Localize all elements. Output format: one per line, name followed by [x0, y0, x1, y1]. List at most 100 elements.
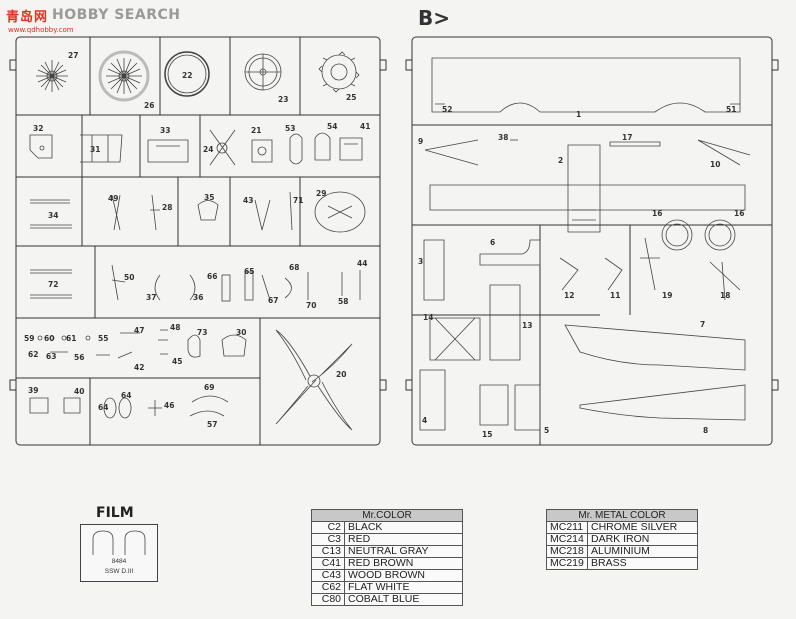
- part-label: 46: [164, 401, 174, 410]
- color-name: BLACK: [344, 521, 463, 534]
- sprue-b-label: B>: [418, 6, 451, 30]
- part-label: 41: [360, 122, 370, 131]
- part-label: 36: [193, 293, 203, 302]
- part-label: 64: [121, 391, 131, 400]
- part-label: 37: [146, 293, 156, 302]
- part-label: 62: [28, 350, 38, 359]
- part-label: 66: [207, 272, 217, 281]
- part-label: 54: [327, 122, 337, 131]
- part-label: 21: [251, 126, 261, 135]
- part-label: 59: [24, 334, 34, 343]
- watermark-cn: 青岛网: [6, 9, 49, 25]
- part-label: 53: [285, 124, 295, 133]
- part-label: 64: [98, 403, 108, 412]
- part-label: 2: [558, 156, 563, 165]
- part-label: 34: [48, 211, 58, 220]
- color-code: MC219: [546, 557, 588, 570]
- part-label: 67: [268, 296, 278, 305]
- watermark-en: HOBBY SEARCH: [52, 7, 181, 23]
- part-label: 44: [357, 259, 367, 268]
- film-name: SSW D.III: [104, 568, 134, 575]
- part-label: 11: [610, 291, 620, 300]
- film-title: FILM: [96, 505, 134, 521]
- part-label: 19: [662, 291, 672, 300]
- color-name: COBALT BLUE: [344, 593, 463, 606]
- part-label: 71: [293, 196, 303, 205]
- part-label: 18: [720, 291, 730, 300]
- part-label: 29: [316, 189, 326, 198]
- color-code: C41: [311, 557, 345, 570]
- film-code: 8484: [111, 558, 127, 565]
- part-label: 38: [498, 133, 508, 142]
- part-label: 10: [710, 160, 720, 169]
- part-label: 61: [66, 334, 76, 343]
- color-name: RED BROWN: [344, 557, 463, 570]
- part-label: 56: [74, 353, 84, 362]
- part-label: 13: [522, 321, 532, 330]
- part-label: 20: [336, 370, 346, 379]
- part-label: 50: [124, 273, 134, 282]
- watermark-url: www.qdhobby.com: [8, 26, 74, 34]
- part-label: 69: [204, 383, 214, 392]
- part-label: 45: [172, 357, 182, 366]
- part-label: 25: [346, 93, 356, 102]
- color-name: DARK IRON: [587, 533, 698, 546]
- color-code: C62: [311, 581, 345, 594]
- part-label: 57: [207, 420, 217, 429]
- sprue-a-diagram: 27 22 26 23 25 32 31 33 24 21 53 54 41 3…: [9, 36, 387, 446]
- part-label: 48: [170, 323, 180, 332]
- part-label: 49: [108, 194, 118, 203]
- part-label: 6: [490, 238, 495, 247]
- part-label: 15: [482, 430, 492, 439]
- part-label: 8: [703, 426, 708, 435]
- part-label: 47: [134, 326, 144, 335]
- film-windshield-outline: [92, 530, 146, 555]
- part-label: 32: [33, 124, 43, 133]
- part-label: 27: [68, 51, 78, 60]
- color-name: FLAT WHITE: [344, 581, 463, 594]
- part-label: 1: [576, 110, 581, 119]
- mr-color-header: Mr.COLOR: [311, 509, 463, 522]
- color-name: ALUMINIUM: [587, 545, 698, 558]
- part-label: 35: [204, 193, 214, 202]
- part-label: 23: [278, 95, 288, 104]
- part-label: 22: [182, 71, 192, 80]
- part-label: 9: [418, 137, 423, 146]
- part-label: 4: [422, 416, 427, 425]
- part-label: 70: [306, 301, 316, 310]
- part-label: 31: [90, 145, 100, 154]
- part-label: 39: [28, 386, 38, 395]
- part-label: 16: [734, 209, 744, 218]
- part-label: 24: [203, 145, 213, 154]
- sprue-b-diagram: 1 52 51 9 38 17 2 10 16 16 3 6 12 11 19 …: [405, 36, 779, 446]
- color-code: C80: [311, 593, 345, 606]
- color-code: C43: [311, 569, 345, 582]
- part-label: 42: [134, 363, 144, 372]
- part-label: 33: [160, 126, 170, 135]
- part-label: 65: [244, 267, 254, 276]
- film-sheet: 8484 SSW D.III: [80, 524, 158, 582]
- part-label: 63: [46, 352, 56, 361]
- color-code: C2: [311, 521, 345, 534]
- part-label: 28: [162, 203, 172, 212]
- part-label: 7: [700, 320, 705, 329]
- part-label: 16: [652, 209, 662, 218]
- part-label: 55: [98, 334, 108, 343]
- part-label: 40: [74, 387, 84, 396]
- part-label: 60: [44, 334, 54, 343]
- part-label: 12: [564, 291, 574, 300]
- part-label: 26: [144, 101, 154, 110]
- color-name: CHROME SILVER: [587, 521, 698, 534]
